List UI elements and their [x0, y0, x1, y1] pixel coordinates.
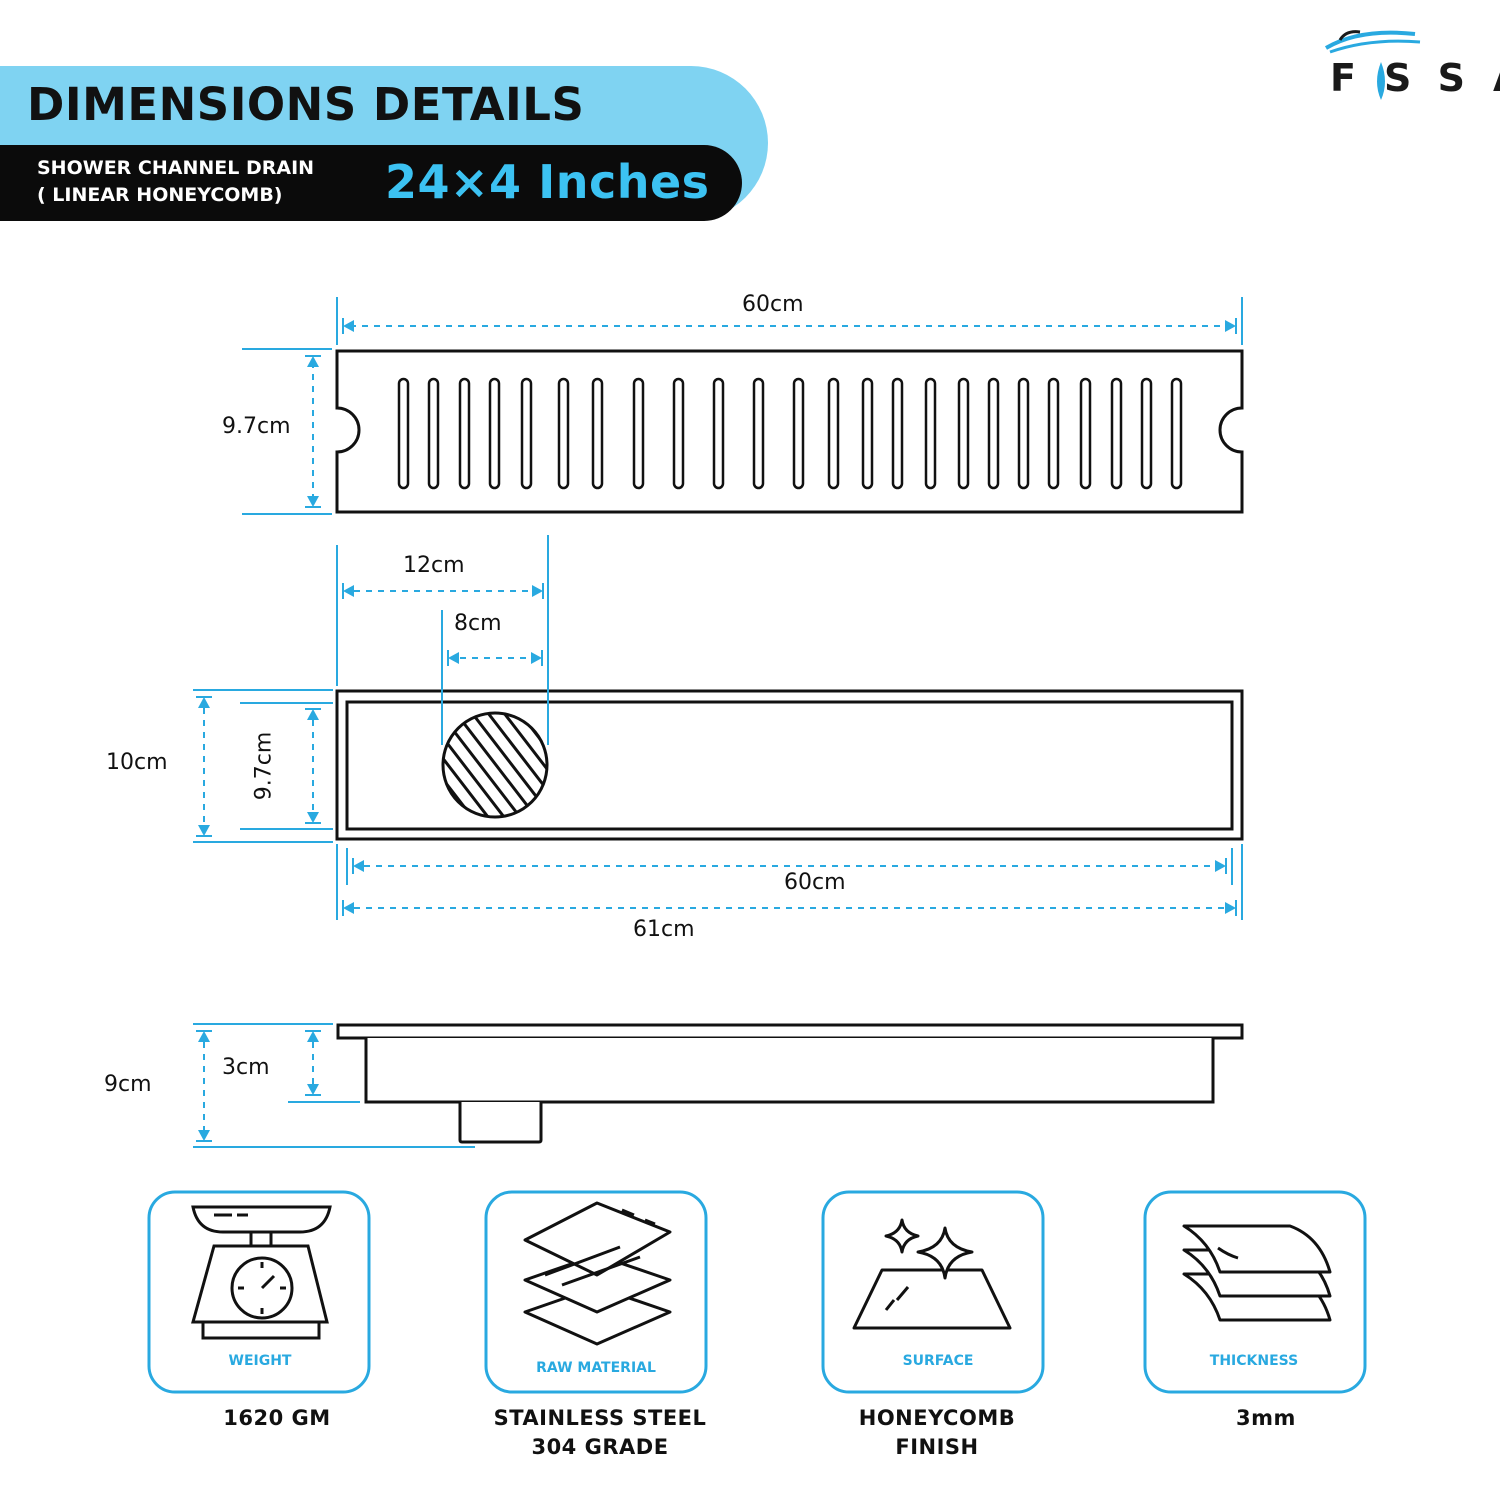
spec-label-thickness: THICKNESS — [1209, 1353, 1299, 1369]
dim-depth — [193, 1023, 475, 1148]
dim-outlet — [336, 535, 549, 745]
grate-slot — [924, 377, 937, 490]
label-frame-height: 10cm — [106, 750, 168, 775]
spec-label-weight: WEIGHT — [228, 1353, 292, 1369]
spec-label-material: RAW MATERIAL — [536, 1360, 656, 1376]
brand-logo-letters: FSSA — [1330, 56, 1500, 100]
grate-slot — [792, 377, 805, 490]
grate-slot — [752, 377, 765, 490]
spec-cards — [147, 1190, 1367, 1394]
product-name-line2: ( LINEAR HONEYCOMB) — [37, 184, 283, 206]
spec-value-material-line1: STAINLESS STEEL — [493, 1406, 707, 1430]
side-view — [336, 1023, 1244, 1144]
spec-value-surface: HONEYCOMB FINISH — [787, 1404, 1087, 1462]
spec-value-weight: 1620 GM — [127, 1404, 427, 1433]
surface-icon — [852, 1218, 1012, 1330]
grate-slot — [557, 377, 570, 490]
grate-slot — [427, 377, 440, 490]
grate-slot — [1140, 377, 1153, 490]
grate-slot — [1047, 377, 1060, 490]
water-drop-icon — [1377, 62, 1385, 100]
brand-logo-text: FSSA — [1330, 56, 1500, 100]
page-title: DIMENSIONS DETAILS — [27, 78, 585, 131]
grate-slot — [987, 377, 1000, 490]
card-thickness — [1143, 1190, 1367, 1394]
label-outlet-diameter: 8cm — [454, 611, 502, 636]
card-weight — [147, 1190, 371, 1394]
grate-slot — [591, 377, 604, 490]
spec-value-surface-line1: HONEYCOMB — [858, 1406, 1016, 1430]
grate-slot — [957, 377, 970, 490]
outlet-hatch-line — [443, 713, 516, 817]
card-surface — [821, 1190, 1045, 1394]
spec-value-thickness-line1: 3mm — [1236, 1406, 1296, 1430]
grate-slot — [827, 377, 840, 490]
label-outer-length: 61cm — [633, 917, 695, 942]
grate-slot — [712, 377, 725, 490]
dim-frame-length — [336, 844, 1243, 920]
brand-logo-icon — [1324, 30, 1421, 54]
scale-icon — [191, 1205, 332, 1340]
card-material — [484, 1190, 708, 1394]
grate-slot — [1170, 377, 1183, 490]
grate-slot — [1110, 377, 1123, 490]
grate-slot — [1017, 377, 1030, 490]
grate-slot — [458, 377, 471, 490]
product-name-line1: SHOWER CHANNEL DRAIN — [37, 157, 315, 179]
grate-slot — [861, 377, 874, 490]
spec-value-material: STAINLESS STEEL 304 GRADE — [450, 1404, 750, 1462]
grate-slot — [1079, 377, 1092, 490]
grate-slot — [891, 377, 904, 490]
grate-top-view — [335, 349, 1244, 514]
grate-slot — [520, 377, 533, 490]
outlet-hatch-line — [492, 713, 547, 817]
spec-value-material-line2: 304 GRADE — [531, 1435, 669, 1459]
product-name: SHOWER CHANNEL DRAIN ( LINEAR HONEYCOMB) — [37, 155, 314, 209]
label-total-depth: 9cm — [104, 1072, 152, 1097]
label-top-height: 9.7cm — [222, 414, 291, 439]
dim-top-length — [336, 297, 1243, 345]
outlet-hatch-line — [476, 713, 547, 817]
label-outlet-offset: 12cm — [403, 553, 465, 578]
label-channel-depth: 3cm — [222, 1055, 270, 1080]
raw-material-icon — [523, 1201, 672, 1346]
spec-value-thickness: 3mm — [1116, 1404, 1416, 1433]
dim-top-height — [242, 348, 332, 515]
spec-value-surface-line2: FINISH — [895, 1435, 979, 1459]
grate-slot — [397, 377, 410, 490]
label-top-length: 60cm — [742, 292, 804, 317]
label-inner-height: 9.7cm — [251, 731, 277, 801]
outlet-hatch-line — [443, 713, 500, 817]
label-inner-length: 60cm — [784, 870, 846, 895]
grate-slots — [397, 377, 1183, 490]
dim-frame-height — [193, 689, 333, 843]
spec-label-surface: SURFACE — [902, 1353, 974, 1369]
grate-slot — [672, 377, 685, 490]
thickness-icon — [1182, 1224, 1332, 1322]
product-size: 24×4 Inches — [385, 155, 710, 209]
grate-slot — [488, 377, 501, 490]
grate-slot — [632, 377, 645, 490]
header-subband — [0, 145, 742, 221]
spec-value-weight-line1: 1620 GM — [223, 1406, 331, 1430]
